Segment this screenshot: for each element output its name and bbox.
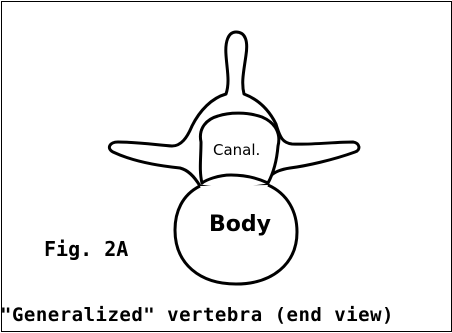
diagram-caption: "Generalized" vertebra (end view) bbox=[0, 304, 452, 326]
body-label: Body bbox=[209, 212, 271, 237]
canal-label: Canal. bbox=[213, 141, 260, 159]
figure-label: Fig. 2A bbox=[44, 237, 128, 261]
